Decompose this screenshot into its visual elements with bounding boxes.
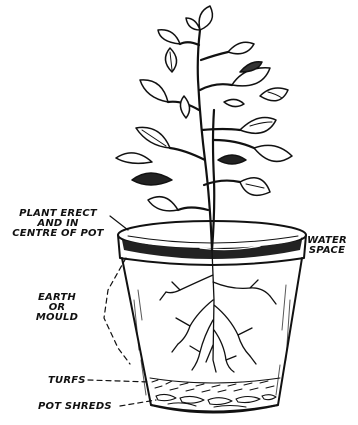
leaf: [218, 155, 246, 164]
leaf: [224, 99, 244, 106]
leader-turfs: [88, 380, 150, 382]
leaf: [186, 18, 200, 30]
turfs-layer: [150, 378, 280, 392]
leader-plant-erect: [110, 216, 128, 230]
leaf: [199, 6, 212, 30]
label-plant-erect-line3: CENTRE OF POT: [6, 229, 110, 239]
leaf: [116, 153, 152, 163]
leaf: [148, 197, 178, 211]
leaf: [140, 80, 168, 102]
label-earth-mould-line3: MOULD: [22, 313, 92, 323]
leaf: [240, 178, 270, 196]
plant-leaves: [116, 6, 292, 211]
label-earth-mould: EARTH OR MOULD: [22, 293, 92, 323]
leaf: [158, 30, 180, 44]
leaf: [240, 118, 276, 134]
pot-body: [122, 258, 302, 412]
leaf: [132, 173, 172, 185]
label-pot-shreds: POT SHREDS: [38, 402, 112, 412]
label-water-space-line2: SPACE: [300, 246, 354, 256]
label-water-space: WATER SPACE: [300, 236, 354, 256]
leader-lines: [88, 216, 302, 406]
label-turfs: TURFS: [48, 376, 86, 386]
leaf: [228, 42, 254, 54]
leaf: [180, 96, 189, 118]
pot-shreds-layer: [156, 394, 276, 407]
label-plant-erect: PLANT ERECT AND IN CENTRE OF POT: [6, 209, 110, 239]
roots: [160, 250, 276, 372]
plant-stem: [168, 30, 254, 250]
leaf: [254, 145, 292, 161]
